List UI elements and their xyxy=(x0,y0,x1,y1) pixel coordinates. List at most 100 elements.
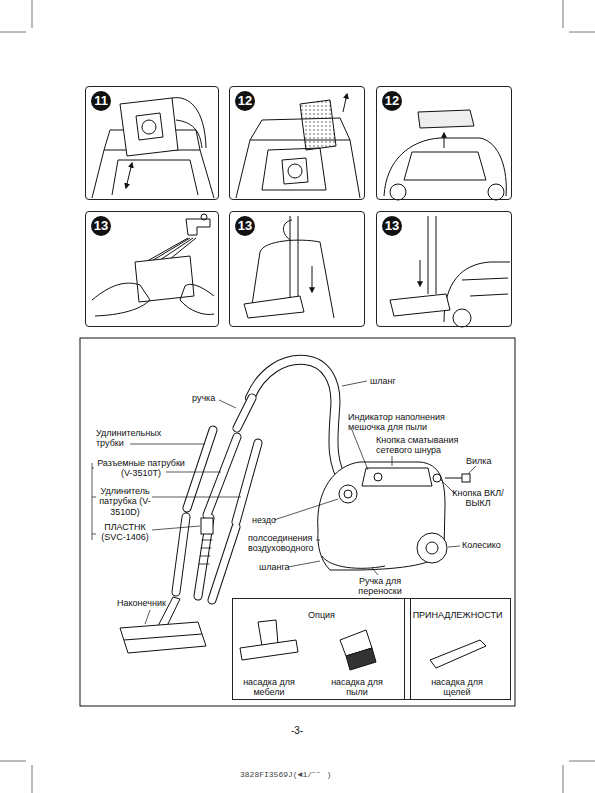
leader-lines-part xyxy=(342,381,367,386)
step-11-sketch-part xyxy=(136,113,163,140)
step-12-sketch-part xyxy=(262,148,326,190)
leader-lines-part xyxy=(130,444,205,445)
part-label: шланга xyxy=(259,562,299,572)
part-label: Ручка для переноски xyxy=(353,576,407,597)
part-label: Вилка xyxy=(466,456,496,466)
leader-lines-part xyxy=(219,400,236,408)
step-13-wash-sketch-part xyxy=(92,283,150,316)
extension-tubes-part xyxy=(199,540,212,564)
step-12-filter-sketch-part xyxy=(444,133,445,148)
step-13-wash-sketch xyxy=(92,214,214,316)
step-12-filter-sketch-part xyxy=(404,152,486,180)
step-13-upright-sketch-part xyxy=(290,216,298,298)
vacuum-body-part xyxy=(339,485,357,503)
accessory-sketches-part xyxy=(258,620,278,646)
leader-lines-part xyxy=(92,463,96,540)
leader-lines-part xyxy=(274,499,338,520)
step-12-filter-sketch-part xyxy=(384,138,506,196)
callout-number: 13 xyxy=(91,216,111,236)
part-label: Колесико xyxy=(462,540,512,550)
extension-tubes-part xyxy=(176,430,258,600)
part-label: Разъемные патрубки (V-3510T) xyxy=(94,458,188,479)
step-13-park-sketch-part xyxy=(462,278,508,296)
step-11-sketch-part xyxy=(120,98,178,156)
step-panel: 13 xyxy=(85,211,219,327)
step-12-sketch-part xyxy=(282,158,308,184)
step-12-filter-sketch-part xyxy=(488,184,504,200)
vacuum-body-part xyxy=(374,473,382,481)
part-label: Кнопка ВКЛ/ВЫКЛ xyxy=(450,488,506,509)
leader-lines-part xyxy=(468,466,476,474)
step-13-park-sketch-part xyxy=(390,294,450,316)
step-13-upright-sketch-part xyxy=(312,266,313,292)
box-heading: ПРИНАДЛЕЖНОСТИ xyxy=(405,599,510,620)
step-13-park-sketch-part xyxy=(444,262,510,322)
part-label: насадка для мебели xyxy=(238,677,300,698)
vacuum-body-part xyxy=(433,474,441,482)
step-11-sketch-part xyxy=(92,150,214,198)
leader-lines-part xyxy=(352,430,368,470)
part-label: Удлинитель патрубка (V-3510D) xyxy=(96,486,154,517)
vacuum-body-part xyxy=(445,478,462,479)
hose-part xyxy=(237,398,252,428)
step-13-wash-sketch-part xyxy=(201,214,207,220)
step-13-wash-sketch-part xyxy=(180,284,214,314)
part-label: ручка xyxy=(192,393,232,403)
accessory-sketches-part xyxy=(346,648,376,670)
extension-tubes-part xyxy=(176,430,258,600)
part-label: насадка для щелей xyxy=(424,677,490,698)
vacuum-body-part xyxy=(344,490,352,498)
vacuum-body-part xyxy=(362,468,432,486)
step-11-sketch-part xyxy=(176,120,202,148)
step-13-park-sketch-part xyxy=(453,309,471,327)
vacuum-body xyxy=(318,462,470,570)
step-13-upright-sketch xyxy=(244,216,334,318)
step-12-sketch-part xyxy=(300,100,336,150)
part-label: ПЛАСТНК (SVC-1406) xyxy=(96,522,154,543)
leader-lines-part xyxy=(392,456,393,466)
step-13-upright-sketch-part xyxy=(283,220,292,240)
box-heading: Опция xyxy=(233,599,410,620)
hose-part xyxy=(250,360,346,486)
step-11-sketch-part xyxy=(112,160,198,195)
callout-number: 12 xyxy=(382,91,402,111)
part-label: шланг xyxy=(370,376,410,386)
step-12-filter-sketch-part xyxy=(390,184,406,200)
step-12-filter-sketch xyxy=(384,110,506,200)
vacuum-body-part xyxy=(462,474,470,482)
step-panel: 13 xyxy=(376,211,512,327)
step-13-park-sketch xyxy=(390,216,510,327)
step-13-wash-sketch-part xyxy=(186,219,210,235)
step-12-filter-sketch-part xyxy=(418,110,474,128)
callout-number: 13 xyxy=(235,216,255,236)
part-label: Наконечник xyxy=(117,598,177,608)
hose-part xyxy=(237,398,252,428)
step-12-sketch-part xyxy=(343,94,347,112)
step-13-upright-sketch-part xyxy=(244,296,304,318)
accessory-sketches-part xyxy=(240,640,298,660)
step-12-sketch-part xyxy=(236,140,360,198)
step-11-sketch-part xyxy=(126,163,132,188)
main-panel xyxy=(80,338,515,706)
leader-lines-part xyxy=(152,497,241,498)
floor-nozzle-part xyxy=(124,634,202,640)
callout-number: 11 xyxy=(91,91,111,111)
leader-lines xyxy=(92,381,476,624)
accessory-sketches-part xyxy=(430,640,486,668)
leader-lines-part xyxy=(166,472,221,473)
vacuum-body-part xyxy=(417,533,447,563)
extension-tubes xyxy=(176,430,258,600)
part-label: нездо xyxy=(252,515,282,525)
part-label: Удлинительных трубки xyxy=(96,428,170,449)
step-13-park-sketch-part xyxy=(428,216,436,294)
vacuum-body-part xyxy=(322,556,385,568)
floor-nozzle-part xyxy=(120,622,206,653)
step-panel: 12 xyxy=(376,86,512,200)
step-13-park-sketch-part xyxy=(420,260,421,286)
leader-lines-part xyxy=(448,546,460,547)
leader-lines-part xyxy=(288,561,320,567)
accessory-sketches xyxy=(240,620,486,670)
